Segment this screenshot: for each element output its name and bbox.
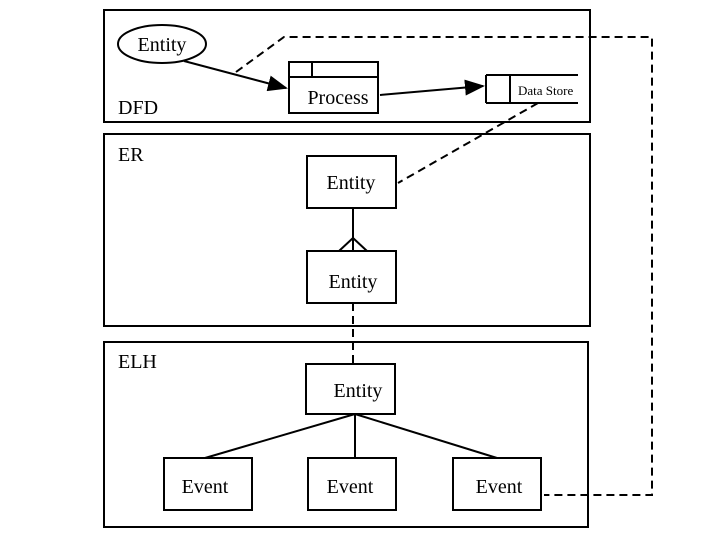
er-one-to-many-relationship <box>338 208 368 252</box>
dfd-label: DFD <box>118 97 158 119</box>
elh-event-3-label: Event <box>476 476 523 498</box>
elh-event-1 <box>163 457 253 511</box>
elh-event-1-label: Event <box>182 476 229 498</box>
link-dfd-flow-to-elh-event <box>235 36 653 496</box>
elh-event-2-label: Event <box>327 476 374 498</box>
dfd-external-entity-label: Entity <box>138 34 187 56</box>
er-entity-top <box>306 155 397 209</box>
elh-label: ELH <box>118 351 157 373</box>
dfd-flow-entity-to-process <box>183 60 288 92</box>
dfd-process <box>288 61 379 114</box>
er-label: ER <box>118 144 144 166</box>
elh-panel <box>103 341 589 528</box>
er-entity-bottom-label: Entity <box>329 271 378 293</box>
dfd-flow-process-to-store <box>379 79 485 96</box>
er-panel <box>103 133 591 327</box>
link-data-store-to-er-entity <box>397 102 539 184</box>
er-entity-bottom <box>306 250 397 304</box>
dfd-panel <box>103 9 591 123</box>
er-entity-top-label: Entity <box>327 172 376 194</box>
dfd-data-store-label: Data Store <box>518 83 573 98</box>
dfd-process-label: Process <box>307 87 368 109</box>
dfd-data-store <box>485 74 578 104</box>
elh-event-2 <box>307 457 397 511</box>
dfd-external-entity <box>117 24 207 64</box>
elh-tree-connectors <box>204 413 498 459</box>
elh-entity <box>305 363 396 415</box>
elh-entity-label: Entity <box>334 380 383 402</box>
elh-event-3 <box>452 457 542 511</box>
